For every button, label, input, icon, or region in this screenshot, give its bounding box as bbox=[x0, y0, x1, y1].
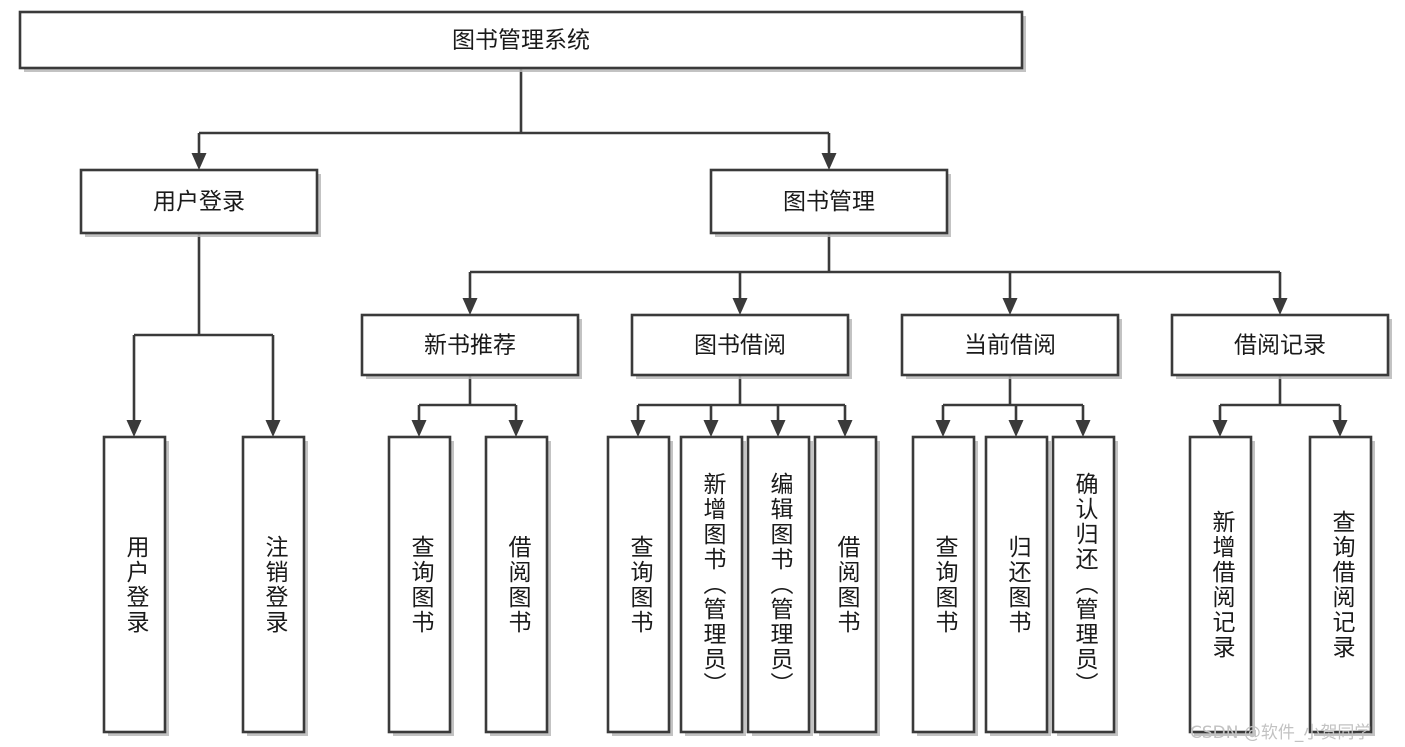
arrow-head-icon bbox=[1332, 420, 1348, 437]
connector-borrow-to-leaves bbox=[630, 375, 853, 437]
node-level3-2-label: 当前借阅 bbox=[964, 333, 1056, 359]
node-leaf-12[interactable] bbox=[1308, 435, 1373, 734]
node-root[interactable] bbox=[18, 10, 1024, 70]
node-leaf-8[interactable] bbox=[911, 435, 976, 734]
node-level3-3[interactable] bbox=[1170, 313, 1390, 377]
box-layer bbox=[18, 10, 1392, 736]
node-root-label: 图书管理系统 bbox=[452, 28, 590, 54]
arrow-head-icon bbox=[1272, 298, 1288, 315]
node-level3-0[interactable] bbox=[360, 313, 580, 377]
node-leaf-10[interactable] bbox=[1051, 435, 1116, 734]
connector-record-to-leaves bbox=[1212, 375, 1348, 437]
arrow-head-icon bbox=[411, 420, 427, 437]
arrow-head-icon bbox=[630, 420, 646, 437]
node-leaf-4[interactable] bbox=[606, 435, 671, 734]
arrow-head-icon bbox=[770, 420, 786, 437]
arrow-head-icon bbox=[508, 420, 524, 437]
node-level3-0-label: 新书推荐 bbox=[424, 333, 516, 359]
arrow-head-icon bbox=[126, 420, 142, 437]
arrow-head-icon bbox=[265, 420, 281, 437]
arrow-head-icon bbox=[1002, 298, 1018, 315]
connector-root-to-level2 bbox=[191, 68, 837, 170]
arrow-head-icon bbox=[1212, 420, 1228, 437]
connector-current-to-leaves bbox=[935, 375, 1091, 437]
node-leaf-3[interactable] bbox=[484, 435, 549, 734]
watermark-text: CSDN @软件_小贺同学 bbox=[1190, 723, 1372, 743]
arrow-head-icon bbox=[935, 420, 951, 437]
connector-layer bbox=[126, 68, 1348, 437]
arrow-head-icon bbox=[191, 153, 207, 170]
node-level2-1-label: 图书管理 bbox=[783, 189, 875, 215]
arrow-head-icon bbox=[821, 153, 837, 170]
node-level2-0-label: 用户登录 bbox=[153, 189, 245, 215]
arrow-head-icon bbox=[837, 420, 853, 437]
node-leaf-1[interactable] bbox=[241, 435, 306, 734]
connector-newbook-to-leaves bbox=[411, 375, 524, 437]
arrow-head-icon bbox=[732, 298, 748, 315]
node-level3-3-label: 借阅记录 bbox=[1234, 333, 1326, 359]
node-level3-1-label: 图书借阅 bbox=[694, 333, 786, 359]
node-level3-1[interactable] bbox=[630, 313, 850, 377]
node-leaf-11[interactable] bbox=[1188, 435, 1253, 734]
connector-userlogin-to-leaves bbox=[126, 233, 281, 437]
node-leaf-2[interactable] bbox=[387, 435, 452, 734]
connector-bookmgmt-to-level3 bbox=[462, 233, 1288, 315]
arrow-head-icon bbox=[703, 420, 719, 437]
node-leaf-6[interactable] bbox=[746, 435, 811, 734]
node-leaf-5[interactable] bbox=[679, 435, 744, 734]
node-level2-1[interactable] bbox=[709, 168, 949, 235]
arrow-head-icon bbox=[1008, 420, 1024, 437]
arrow-head-icon bbox=[1075, 420, 1091, 437]
node-level2-0[interactable] bbox=[79, 168, 319, 235]
arrow-head-icon bbox=[462, 298, 478, 315]
node-leaf-0[interactable] bbox=[102, 435, 167, 734]
node-leaf-7[interactable] bbox=[813, 435, 878, 734]
node-leaf-9[interactable] bbox=[984, 435, 1049, 734]
node-level3-2[interactable] bbox=[900, 313, 1120, 377]
